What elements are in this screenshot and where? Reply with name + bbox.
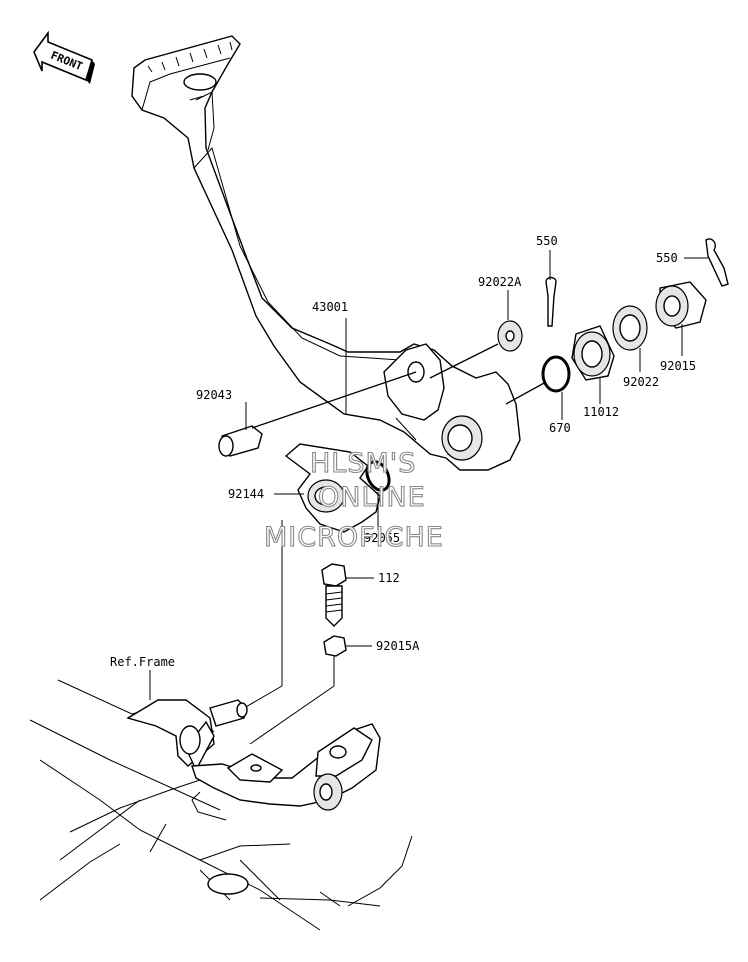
label-ref-frame: Ref.Frame: [110, 655, 175, 669]
part-92015A-nut: [249, 635, 347, 745]
part-550-cotter-pin-left: [545, 276, 557, 327]
frame-reference-drawing: [29, 679, 413, 931]
label-112: 112: [378, 571, 400, 585]
part-550-cotter-pin-right: [705, 238, 729, 287]
part-92022A-washer: [429, 320, 523, 379]
label-92055: 92055: [364, 531, 400, 545]
label-550-right: 550: [656, 251, 678, 265]
watermark-line-1: HLSM'S: [310, 448, 416, 479]
part-670-oring: [505, 355, 571, 405]
watermark-line-2: ONLINE: [318, 482, 426, 513]
part-92055-oring: [365, 460, 391, 492]
label-670: 670: [549, 421, 571, 435]
part-92043-pin: [218, 371, 417, 457]
watermark: HLSM'S ONLINE MICROFICHE: [263, 447, 444, 553]
label-43001: 43001: [312, 300, 348, 314]
label-92043: 92043: [196, 388, 232, 402]
label-92144: 92144: [228, 487, 264, 501]
label-92015A: 92015A: [376, 639, 420, 653]
part-92022-washer: [612, 305, 648, 351]
part-112-bolt: [321, 563, 347, 627]
watermark-line-3: MICROFICHE: [264, 522, 444, 553]
label-92022: 92022: [623, 375, 659, 389]
front-arrow-icon: FRONT: [33, 30, 95, 84]
label-11012: 11012: [583, 405, 619, 419]
label-92015: 92015: [660, 359, 696, 373]
part-92144-spring: [243, 443, 381, 709]
part-11012-cap: [571, 325, 615, 381]
part-92015-nut: [655, 281, 707, 329]
label-550-left: 550: [536, 234, 558, 248]
label-92022A: 92022A: [478, 275, 522, 289]
brake-pedal-arm: [131, 35, 521, 471]
